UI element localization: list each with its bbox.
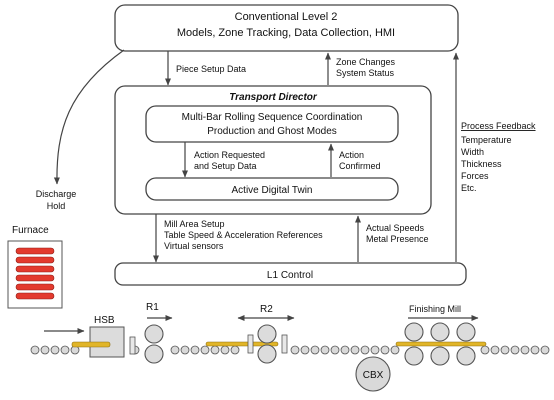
system-status-label: System Status (336, 68, 395, 78)
table-roller (40, 345, 50, 355)
table-roller (230, 345, 240, 355)
table-roller (520, 345, 530, 355)
digital-twin-label: Active Digital Twin (232, 185, 313, 196)
finishing-stand-3-top (456, 322, 476, 342)
r2-guide-2 (281, 334, 288, 354)
coordination-box (145, 105, 399, 143)
level2-subtitle: Models, Zone Tracking, Data Collection, … (177, 27, 395, 39)
discharge-hold-arrow (53, 49, 125, 185)
table-roller (390, 345, 400, 355)
piece-setup-label: Piece Setup Data (176, 64, 246, 74)
table-roller (510, 345, 520, 355)
table-roller (340, 345, 350, 355)
finishing-mill-label: Finishing Mill (409, 304, 461, 314)
hsb-guide-1 (129, 336, 136, 355)
table-roller (300, 345, 310, 355)
table-roller (530, 345, 540, 355)
feedback-item: Forces (461, 171, 489, 181)
finishing-stand-2-top (430, 322, 450, 342)
finishing-stand-1-top (404, 322, 424, 342)
virtual-sensors-label: Virtual sensors (164, 241, 224, 251)
setup-data-label: and Setup Data (194, 161, 257, 171)
table-roller (490, 345, 500, 355)
actual-speeds-label: Actual Speeds (366, 223, 425, 233)
slab-r2 (205, 341, 279, 347)
transport-director-title: Transport Director (229, 92, 318, 103)
digital-twin-box (145, 177, 399, 201)
table-roller (50, 345, 60, 355)
r1-label: R1 (146, 302, 159, 313)
table-roller (500, 345, 510, 355)
furnace-label: Furnace (12, 225, 49, 236)
table-roller (220, 345, 230, 355)
table-speed-label: Table Speed & Acceleration References (164, 230, 323, 240)
hsb-label: HSB (94, 315, 115, 326)
table-roller (30, 345, 40, 355)
level2-box (114, 4, 459, 52)
r2-guide-1 (247, 334, 254, 354)
r2-label: R2 (260, 304, 273, 315)
action-confirmed-label: Action (339, 150, 364, 160)
table-roller (380, 345, 390, 355)
furnace-slab (15, 292, 55, 300)
hsb-housing (89, 326, 125, 358)
table-roller (190, 345, 200, 355)
cbx-coil-box (355, 356, 391, 392)
table-roller (210, 345, 220, 355)
table-roller (290, 345, 300, 355)
table-roller (360, 345, 370, 355)
cbx-label: CBX (363, 370, 384, 381)
table-roller (170, 345, 180, 355)
furnace-slab (15, 247, 55, 255)
feedback-item: Width (461, 147, 484, 157)
zone-changes-label: Zone Changes (336, 57, 396, 67)
l1-control-label: L1 Control (267, 270, 313, 281)
finishing-stand-3-bottom (456, 346, 476, 366)
process-feedback-title: Process Feedback (461, 121, 536, 131)
feedback-item: Temperature (461, 135, 512, 145)
level2-title: Conventional Level 2 (235, 11, 338, 23)
table-roller (320, 345, 330, 355)
roller-table (30, 345, 550, 355)
table-roller (330, 345, 340, 355)
discharge-label: Discharge (36, 189, 77, 199)
r1-bottom-roll (144, 344, 164, 364)
feedback-item: Etc. (461, 183, 477, 193)
finishing-stand-1-bottom (404, 346, 424, 366)
furnace-slab (15, 283, 55, 291)
table-roller (350, 345, 360, 355)
slab-finishing (395, 341, 487, 347)
furnace-slab (15, 256, 55, 264)
l1-control-box (114, 262, 467, 286)
hold-label: Hold (47, 201, 66, 211)
action-requested-label: Action Requested (194, 150, 265, 160)
table-roller (60, 345, 70, 355)
coordination-line1: Multi-Bar Rolling Sequence Coordination (182, 112, 363, 123)
furnace-slab (15, 265, 55, 273)
r1-top-roll (144, 324, 164, 344)
table-roller (370, 345, 380, 355)
slab-hsb (71, 341, 111, 348)
metal-presence-label: Metal Presence (366, 234, 429, 244)
table-roller (540, 345, 550, 355)
r2-bottom-roll (257, 344, 277, 364)
table-roller (180, 345, 190, 355)
finishing-stand-2-bottom (430, 346, 450, 366)
feedback-item: Thickness (461, 159, 502, 169)
furnace-slabs (15, 247, 55, 300)
table-roller (480, 345, 490, 355)
furnace-slab (15, 274, 55, 282)
mill-area-setup-label: Mill Area Setup (164, 219, 225, 229)
coordination-line2: Production and Ghost Modes (207, 126, 337, 137)
confirmed-label: Confirmed (339, 161, 381, 171)
process-feedback-list: Temperature Width Thickness Forces Etc. (461, 135, 512, 193)
table-roller (200, 345, 210, 355)
table-roller (310, 345, 320, 355)
r2-top-roll (257, 324, 277, 344)
